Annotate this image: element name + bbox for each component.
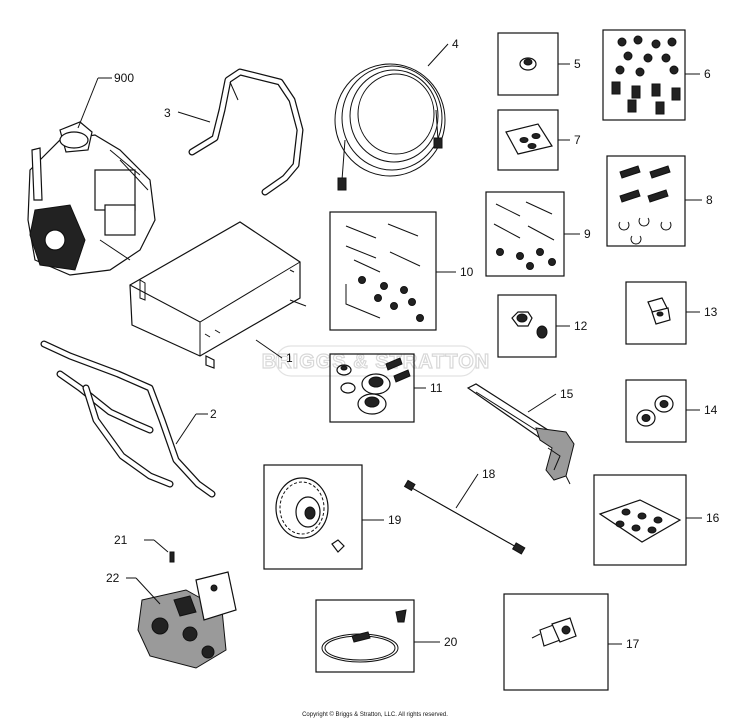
part-2-frame[interactable]: [40, 340, 216, 498]
leader-22: [135, 577, 161, 605]
part-14-caps[interactable]: [636, 395, 674, 427]
callout-13[interactable]: 13: [704, 305, 718, 319]
part-9-bolt-kit[interactable]: [493, 201, 556, 270]
leader-4: [427, 43, 449, 67]
callout-7[interactable]: 7: [574, 133, 581, 147]
callout-2[interactable]: 2: [210, 407, 217, 421]
callout-12[interactable]: 12: [574, 319, 588, 333]
box-part-13: [625, 281, 687, 345]
callout-1[interactable]: 1: [286, 351, 293, 365]
part-10-bolt-kit[interactable]: [345, 223, 424, 322]
box-part-10: [329, 211, 437, 331]
callout-20[interactable]: 20: [444, 635, 458, 649]
callout-14[interactable]: 14: [704, 403, 718, 417]
leader-1: [255, 339, 283, 359]
copyright-notice: Copyright © Briggs & Stratton, LLC. All …: [302, 712, 448, 718]
callout-5[interactable]: 5: [574, 57, 581, 71]
part-6-hardware-kit[interactable]: [611, 35, 681, 115]
box-part-8: [606, 155, 686, 247]
callout-4[interactable]: 4: [452, 37, 459, 51]
leader-2: [175, 413, 197, 445]
callout-10[interactable]: 10: [460, 265, 474, 279]
callout-19[interactable]: 19: [388, 513, 402, 527]
box-part-19: [263, 464, 363, 570]
part-3-handle[interactable]: [188, 68, 304, 196]
leader-18: [455, 473, 479, 509]
callout-16[interactable]: 16: [706, 511, 720, 525]
part-21-pin[interactable]: [169, 551, 175, 563]
callout-17[interactable]: 17: [626, 637, 640, 651]
part-17-quick-coupler[interactable]: [531, 617, 577, 647]
callout-6[interactable]: 6: [704, 67, 711, 81]
callout-9[interactable]: 9: [584, 227, 591, 241]
leader-21: [153, 539, 169, 553]
leader-900: [77, 77, 99, 129]
part-4-hose[interactable]: [334, 63, 446, 191]
leader-15: [527, 393, 557, 413]
box-part-17: [503, 593, 609, 691]
watermark: BRIGGS & STRATTON: [261, 345, 490, 377]
part-7-gasket[interactable]: [505, 123, 553, 155]
box-part-6: [602, 29, 686, 121]
box-part-16: [593, 474, 687, 566]
callout-900[interactable]: 900: [114, 71, 134, 85]
callout-22[interactable]: 22: [106, 571, 120, 585]
part-20-strap-kit[interactable]: [321, 609, 407, 663]
watermark-text: BRIGGS & STRATTON: [262, 351, 490, 373]
callout-8[interactable]: 8: [706, 193, 713, 207]
callout-15[interactable]: 15: [560, 387, 574, 401]
part-22-pump[interactable]: [137, 571, 237, 669]
leader-3: [177, 111, 211, 123]
box-part-14: [625, 379, 687, 443]
box-part-20: [315, 599, 415, 673]
part-900-engine[interactable]: [27, 121, 156, 276]
part-13-fitting[interactable]: [647, 297, 671, 325]
part-11-wheel-kit[interactable]: [336, 357, 411, 415]
part-5-nut[interactable]: [519, 57, 537, 71]
callout-3[interactable]: 3: [164, 106, 171, 120]
part-1-shroud[interactable]: [129, 221, 307, 369]
part-12-nut-washer[interactable]: [511, 311, 548, 339]
callout-18[interactable]: 18: [482, 467, 496, 481]
callout-21[interactable]: 21: [114, 533, 128, 547]
part-19-wheel[interactable]: [275, 477, 345, 553]
part-8-bolt-kit[interactable]: [618, 165, 672, 245]
part-18-wand[interactable]: [403, 479, 526, 555]
part-16-seal-kit[interactable]: [598, 499, 682, 543]
part-15-spray-gun[interactable]: [466, 383, 575, 485]
callout-11[interactable]: 11: [430, 381, 443, 395]
